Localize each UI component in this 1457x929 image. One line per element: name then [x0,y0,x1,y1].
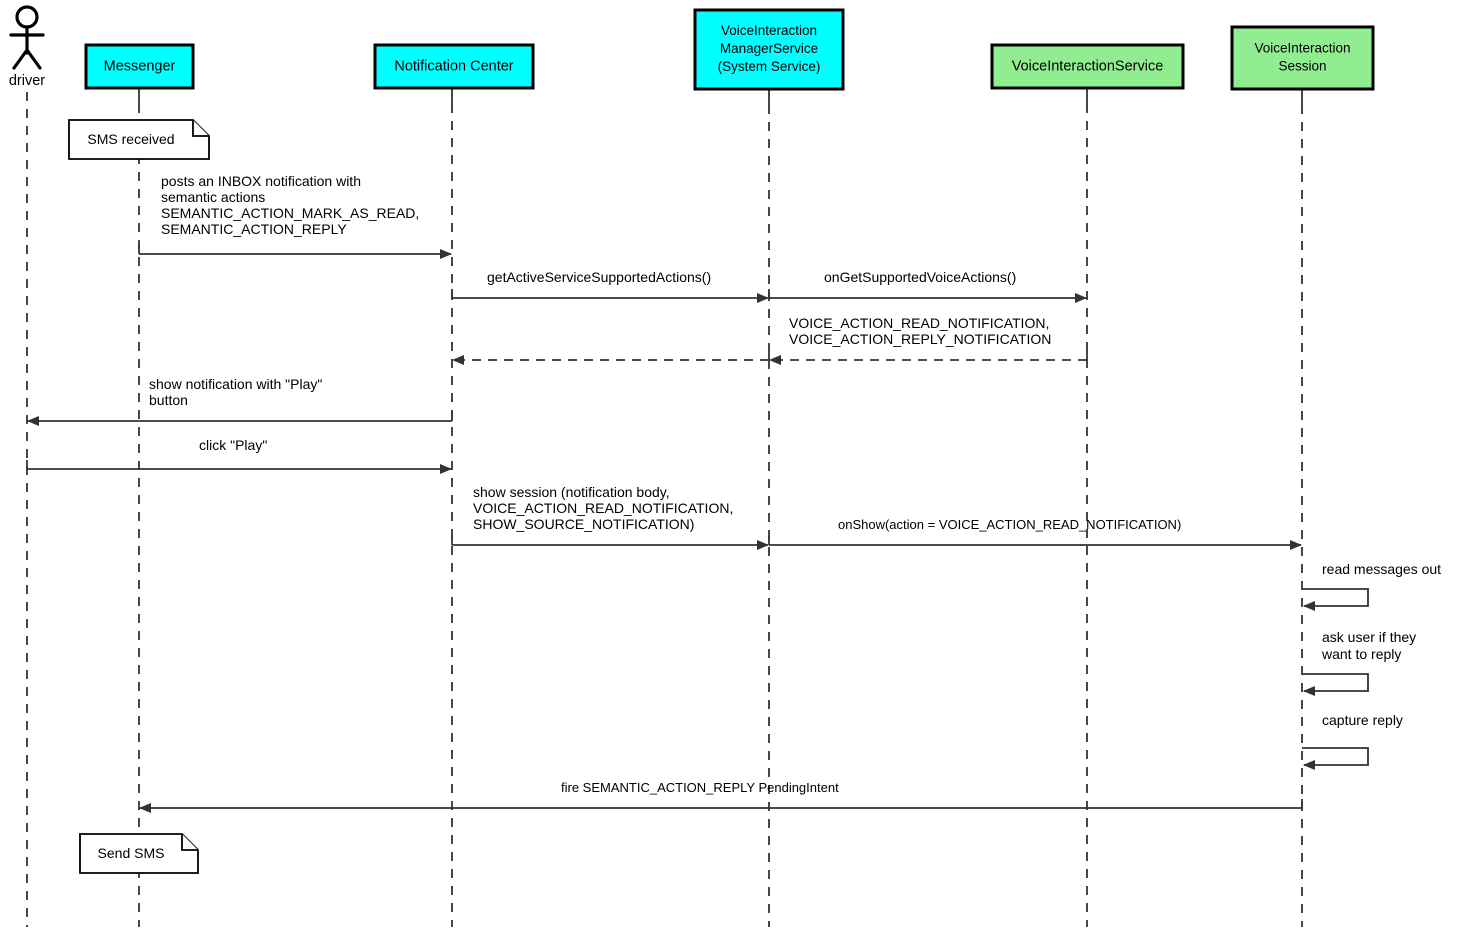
self-call-ask-user-if-they-want-to-reply-path [1302,673,1369,696]
note-send-sms-label: Send SMS [98,845,165,861]
msg-post-inbox-notification-label: SEMANTIC_ACTION_REPLY [161,221,347,237]
participant-label-voice-interaction-session: VoiceInteraction [1254,41,1350,56]
msg-show-notification-with-play-button: show notification with "Play"button [27,376,453,426]
self-call-read-messages-out-label: read messages out [1322,561,1441,577]
note-sms-received-fold-icon [192,120,209,137]
msg-show-session: show session (notification body,VOICE_AC… [451,484,769,550]
participant-box-messenger[interactable] [84,43,195,90]
participant-box-voice-interaction-session[interactable] [1230,25,1375,91]
participant-notification-center[interactable]: Notification Center [373,43,535,90]
msg-on-show: onShow(action = VOICE_ACTION_READ_NOTIFI… [768,517,1302,550]
self-call-ask-user-if-they-want-to-reply-label: want to reply [1321,646,1401,662]
msg-fire-semantic-action-reply-pending-intent: fire SEMANTIC_ACTION_REPLY PendingIntent [139,780,1303,813]
msg-post-inbox-notification: posts an INBOX notification withsemantic… [138,173,452,259]
lifelines-layer [26,88,1303,927]
msg-show-notification-with-play-button-label: button [149,392,188,408]
messages-layer: posts an INBOX notification withsemantic… [26,173,1303,813]
msg-post-inbox-notification-label: semantic actions [161,189,265,205]
actor-label: driver [9,73,45,89]
self-call-capture-reply-label: capture reply [1322,712,1403,728]
participant-label-voice-interaction-service: VoiceInteractionService [1012,58,1164,74]
participant-box-notification-center[interactable] [373,43,535,90]
msg-click-play: click "Play" [26,437,452,474]
msg-show-session-label: show session (notification body, [473,484,670,500]
msg-post-inbox-notification-label: SEMANTIC_ACTION_MARK_AS_READ, [161,205,419,221]
participant-label-voice-interaction-manager-service: (System Service) [718,59,821,74]
actor-leg-left-icon [12,48,29,70]
msg-return-voice-actions: VOICE_ACTION_READ_NOTIFICATION,VOICE_ACT… [769,315,1088,365]
note-sms-received: SMS received [68,119,210,160]
msg-on-show-label: onShow(action = VOICE_ACTION_READ_NOTIFI… [838,517,1181,532]
msg-post-inbox-notification-label: posts an INBOX notification with [161,173,361,189]
msg-click-play-label: click "Play" [199,437,267,453]
msg-show-session-label: SHOW_SOURCE_NOTIFICATION) [473,516,694,532]
note-sms-received-label: SMS received [87,131,174,147]
msg-on-get-supported-voice-actions: onGetSupportedVoiceActions() [768,269,1087,303]
note-send-sms: Send SMS [79,833,199,874]
msg-fire-semantic-action-reply-pending-intent-label: fire SEMANTIC_ACTION_REPLY PendingIntent [561,780,839,795]
self-call-read-messages-out: read messages out [1302,561,1441,611]
msg-get-active-service-supported-actions-label: getActiveServiceSupportedActions() [487,269,711,285]
participant-label-voice-interaction-manager-service: ManagerService [720,41,818,56]
participant-label-voice-interaction-session: Session [1278,59,1326,74]
msg-show-notification-with-play-button-label: show notification with "Play" [149,376,322,392]
participant-label-messenger: Messenger [104,58,176,74]
actor-leg-right-icon [25,48,42,70]
self-call-read-messages-out-path [1302,588,1369,611]
participant-box-voice-interaction-manager-service[interactable] [693,8,845,91]
self-call-ask-user-if-they-want-to-reply-label: ask user if they [1322,629,1416,645]
msg-return-voice-actions-label: VOICE_ACTION_REPLY_NOTIFICATION [789,331,1051,347]
msg-return-voice-actions-label: VOICE_ACTION_READ_NOTIFICATION, [789,315,1049,331]
actor-head-icon [15,5,39,29]
note-send-sms-fold-icon [181,834,198,851]
note-sms-received-shape [68,119,210,160]
participants-layer: driver Messenger Notification Center VoiceI… [9,5,1375,91]
participant-label-voice-interaction-manager-service: VoiceInteraction [721,23,817,38]
msg-return-actions-to-notification-center [452,351,770,365]
msg-on-get-supported-voice-actions-label: onGetSupportedVoiceActions() [824,269,1016,285]
self-call-capture-reply-path [1302,747,1369,770]
self-call-capture-reply: capture reply [1302,712,1403,770]
msg-show-session-label: VOICE_ACTION_READ_NOTIFICATION, [473,500,733,516]
msg-get-active-service-supported-actions: getActiveServiceSupportedActions() [451,269,769,303]
actor-driver: driver [9,5,45,89]
participant-label-notification-center: Notification Center [394,58,513,74]
note-send-sms-shape [79,833,199,874]
participant-voice-interaction-service[interactable]: VoiceInteractionService [990,43,1185,90]
participant-messenger[interactable]: Messenger [84,43,195,90]
participant-box-voice-interaction-service[interactable] [990,43,1185,90]
